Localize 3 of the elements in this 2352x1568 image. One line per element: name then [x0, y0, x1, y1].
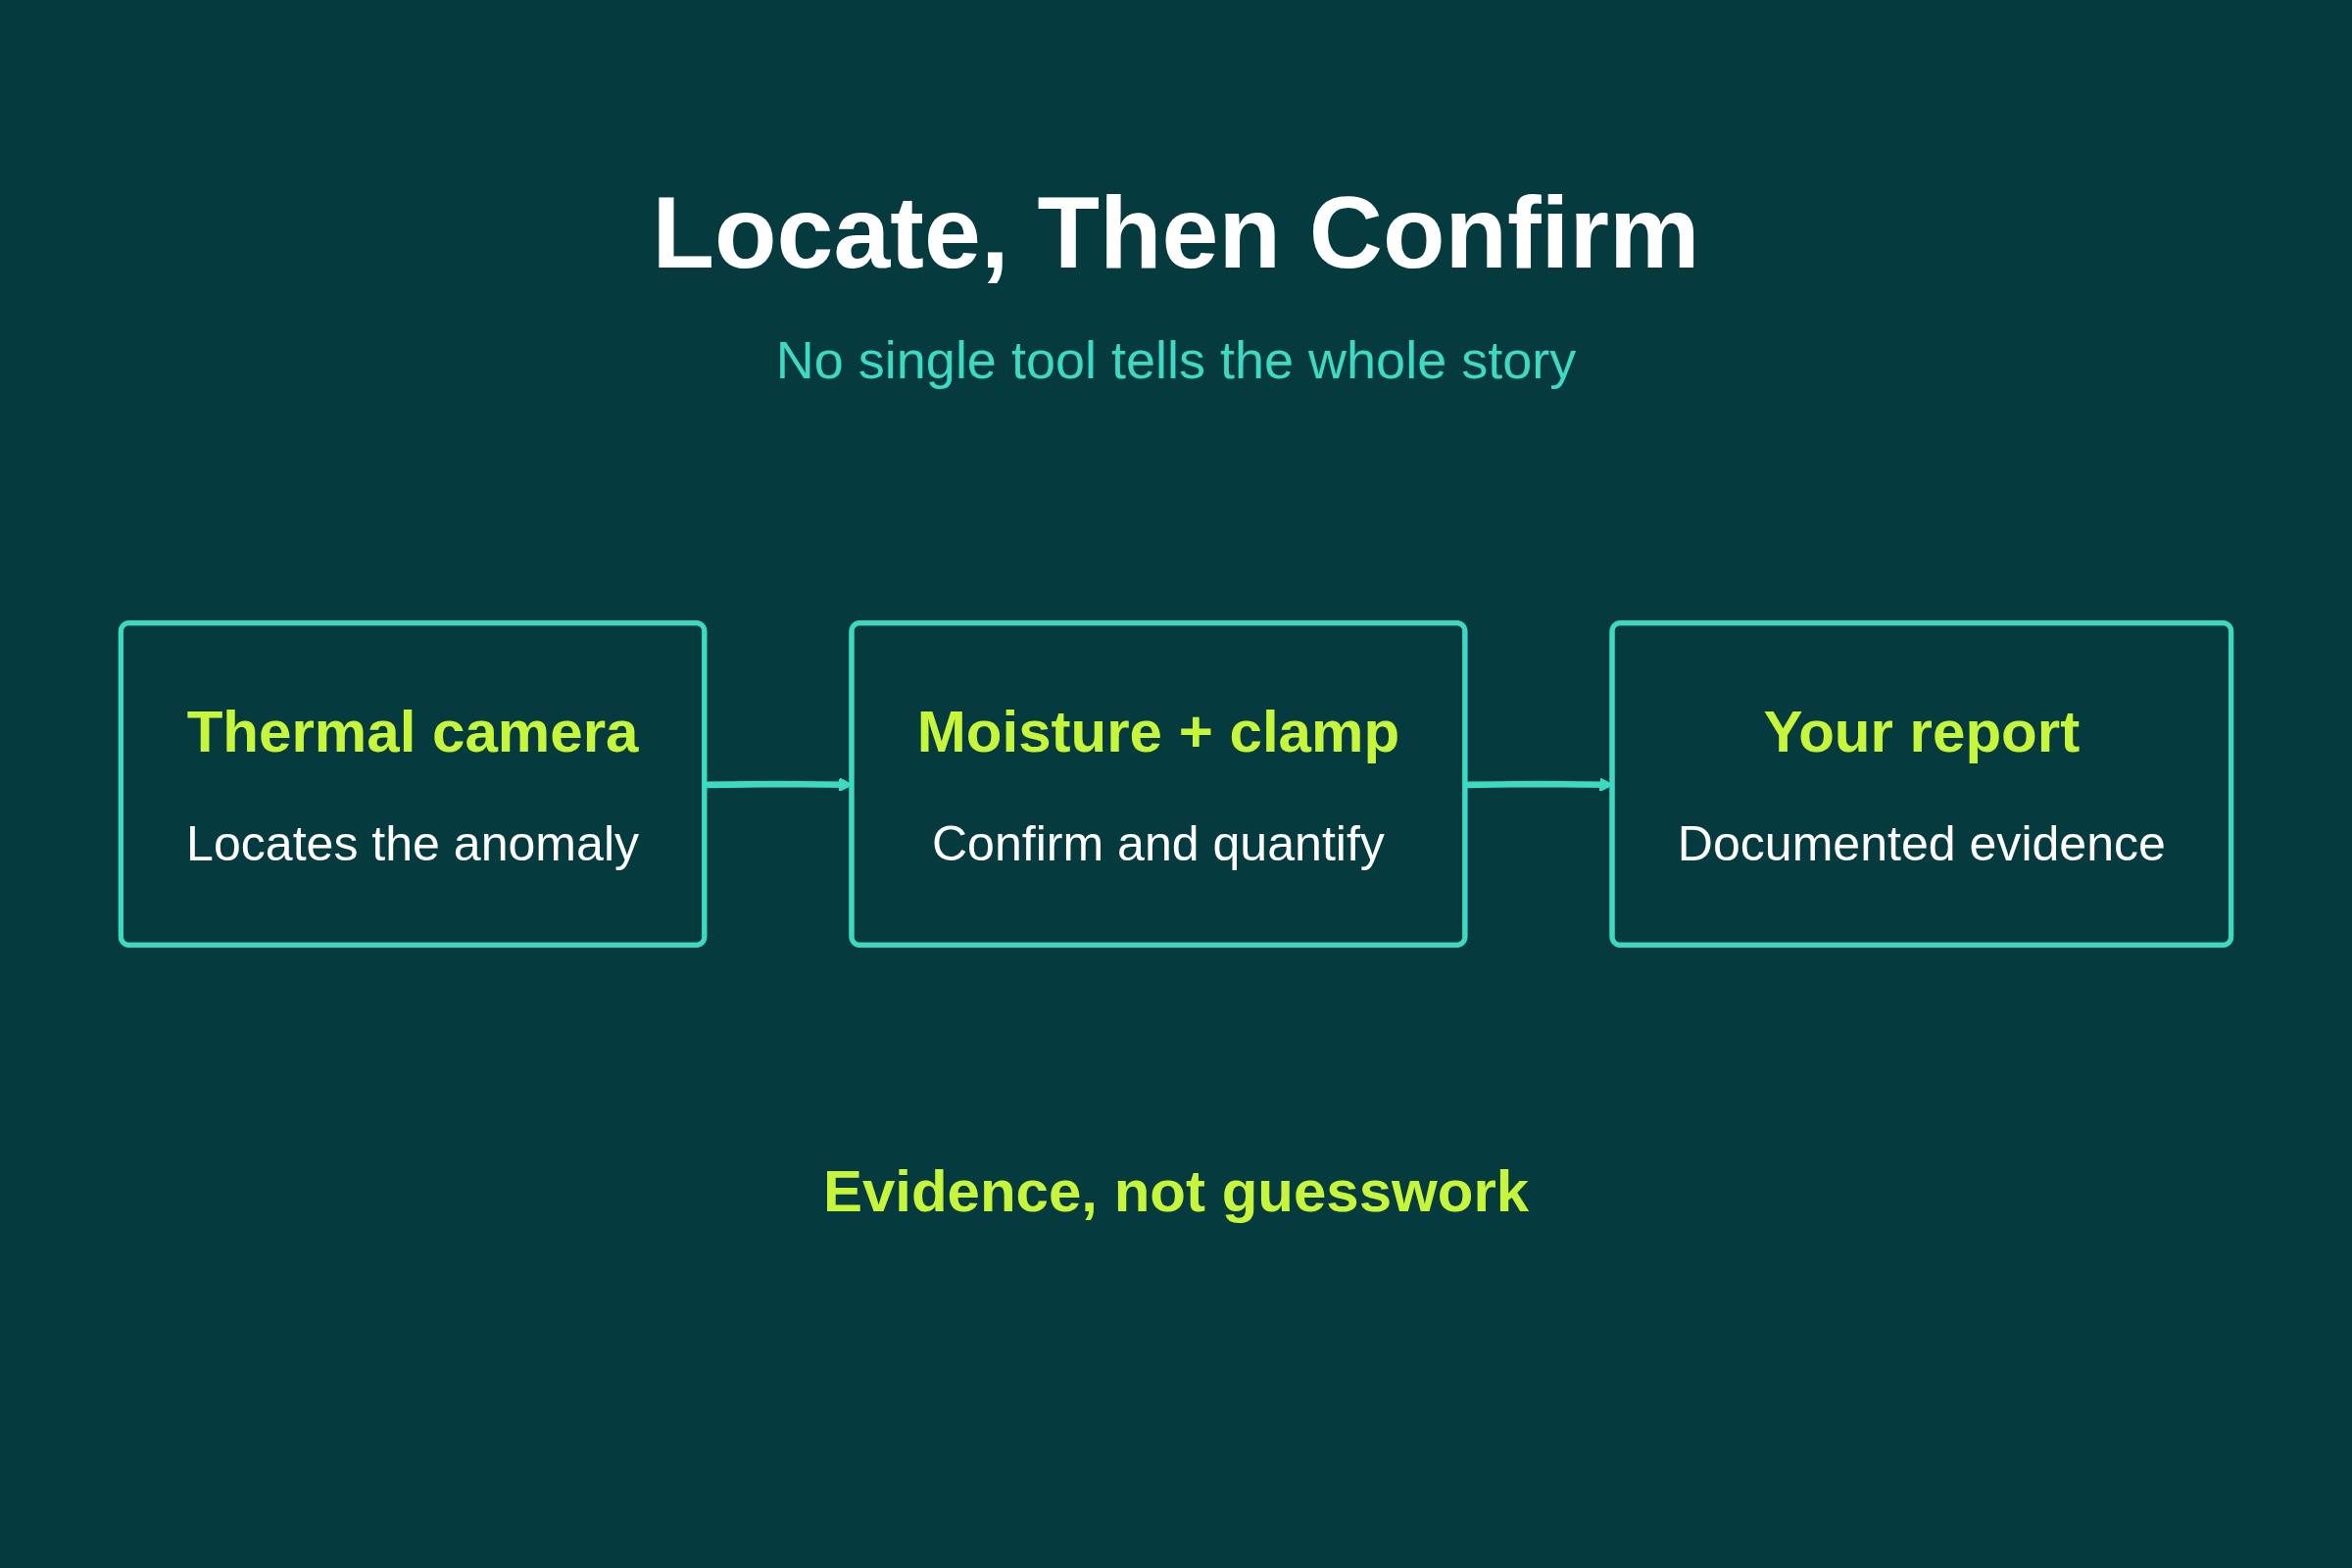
page-title: Locate, Then Confirm	[652, 175, 1700, 289]
tagline-text: Evidence, not guesswork	[822, 1158, 1530, 1224]
subtitle-text: No single tool tells the whole story	[775, 329, 1577, 391]
